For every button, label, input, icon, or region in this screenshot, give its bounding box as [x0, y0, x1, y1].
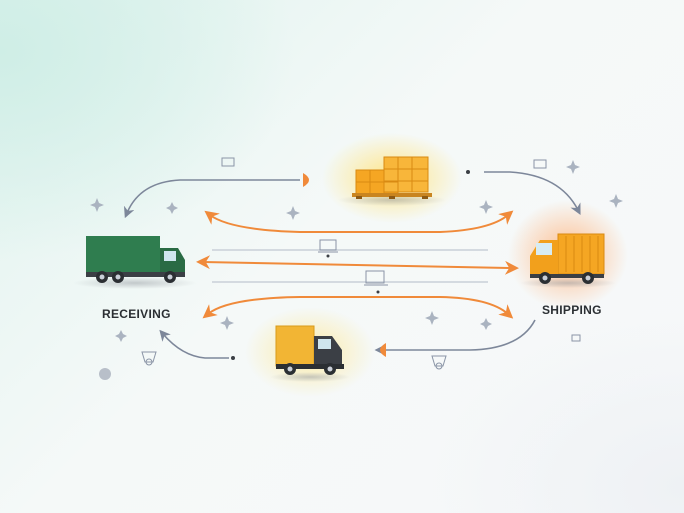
shipping-label: SHIPPING — [542, 303, 602, 317]
decor-dot — [99, 368, 111, 380]
pallet-jack-icon — [221, 157, 547, 286]
shipping-truck-icon — [520, 233, 616, 288]
pallet-boxes-icon — [338, 156, 446, 206]
receiving-label: RECEIVING — [102, 307, 171, 321]
scale-icon — [141, 334, 581, 370]
receiving-truck-icon — [73, 236, 197, 289]
delivery-truck-icon — [270, 325, 350, 382]
flow-arrows-gray — [124, 171, 581, 359]
flow-arrows-orange — [196, 210, 519, 319]
